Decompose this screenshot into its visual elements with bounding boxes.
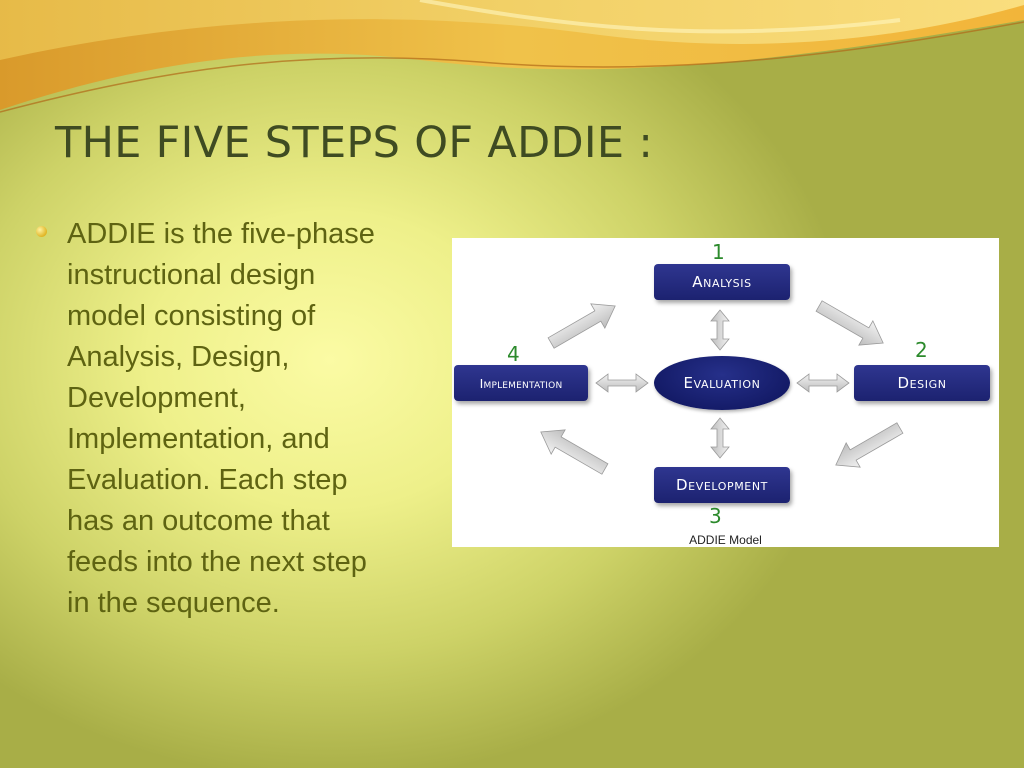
arrow-development-to-implementation-icon [540, 429, 609, 475]
step-label-implementation: Implementation [479, 375, 563, 391]
step-box-development: Development [654, 467, 790, 503]
step-label-analysis: Analysis [692, 273, 752, 291]
step-number-implementation: 4 [507, 342, 520, 366]
step-box-analysis: Analysis [654, 264, 790, 300]
double-arrow-implementation-evaluation-icon [595, 373, 649, 393]
step-oval-evaluation: Evaluation [654, 356, 790, 410]
double-arrow-evaluation-development-icon [710, 417, 730, 459]
slide-title: THE FIVE STEPS OF ADDIE : [55, 118, 654, 168]
step-box-design: Design [854, 365, 990, 401]
arrow-analysis-to-design-icon [815, 300, 884, 346]
bullet-list: ADDIE is the five-phase instructional de… [36, 214, 441, 624]
step-label-design: Design [897, 374, 947, 392]
addie-model-diagram: 1 Analysis 2 Design Evaluation 4 Impleme… [452, 238, 999, 547]
diagram-arrows [540, 300, 904, 475]
step-number-development: 3 [709, 504, 722, 528]
decorative-header-waves [0, 0, 1024, 113]
arrow-implementation-to-analysis-icon [547, 303, 616, 349]
step-number-design: 2 [915, 338, 928, 362]
double-arrow-evaluation-design-icon [796, 373, 850, 393]
step-label-development: Development [676, 476, 768, 494]
step-number-analysis: 1 [712, 240, 725, 264]
bullet-dot-icon [36, 226, 47, 237]
bullet-text: ADDIE is the five-phase instructional de… [67, 218, 375, 619]
step-box-implementation: Implementation [454, 365, 588, 401]
double-arrow-analysis-evaluation-icon [710, 309, 730, 351]
arrow-design-to-development-icon [835, 422, 904, 468]
diagram-caption: ADDIE Model [689, 533, 762, 547]
step-label-evaluation: Evaluation [683, 374, 761, 392]
